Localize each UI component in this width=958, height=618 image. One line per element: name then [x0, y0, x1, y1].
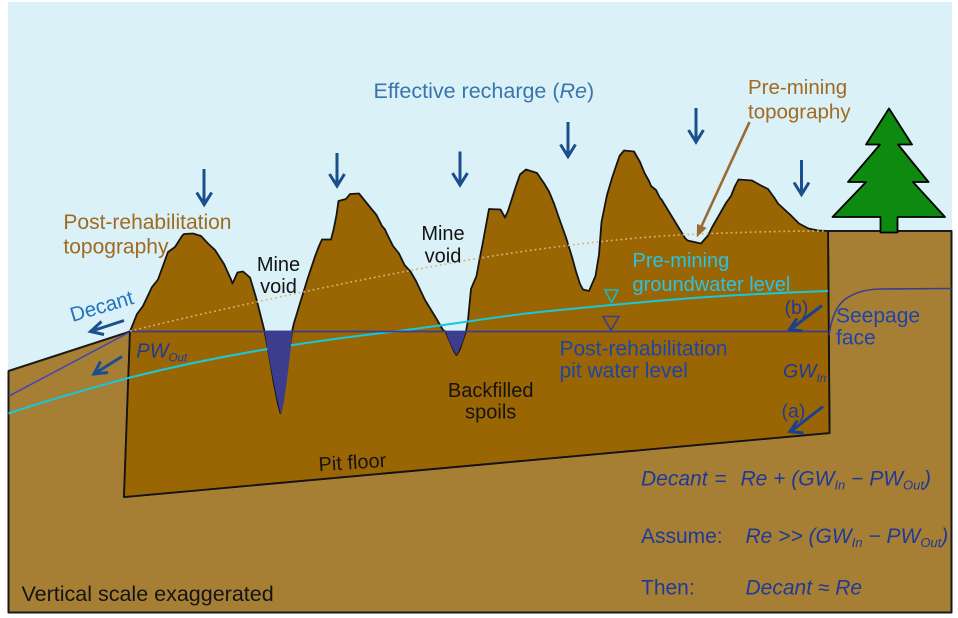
svg-text:Assume:: Assume:	[641, 525, 723, 548]
svg-text:spoils: spoils	[465, 402, 516, 424]
svg-text:Vertical scale exaggerated: Vertical scale exaggerated	[22, 582, 274, 606]
svg-text:Then:: Then:	[641, 577, 695, 600]
svg-text:Post-rehabilitation: Post-rehabilitation	[63, 211, 231, 234]
svg-text:void: void	[425, 246, 462, 268]
svg-text:Pre-mining: Pre-mining	[633, 250, 730, 272]
svg-text:groundwater level: groundwater level	[633, 274, 791, 296]
svg-text:Post-rehabilitation: Post-rehabilitation	[560, 338, 728, 361]
svg-text:face: face	[836, 327, 876, 350]
svg-text:=: =	[715, 468, 727, 491]
svg-text:Pre-mining: Pre-mining	[748, 76, 847, 99]
svg-text:Re + (GWIn − PWOut): Re + (GWIn − PWOut)	[741, 468, 932, 493]
svg-text:Decant: Decant	[641, 468, 709, 491]
svg-text:Mine: Mine	[257, 254, 300, 276]
svg-text:Pit floor: Pit floor	[318, 450, 387, 476]
svg-text:Decant ≈ Re: Decant ≈ Re	[746, 577, 863, 600]
svg-text:Mine: Mine	[421, 223, 464, 245]
svg-text:Effective recharge (Re): Effective recharge (Re)	[374, 79, 595, 103]
svg-text:Re >> (GWIn − PWOut): Re >> (GWIn − PWOut)	[746, 525, 949, 550]
svg-text:pit water level: pit water level	[560, 360, 688, 383]
svg-text:(a): (a)	[782, 401, 806, 423]
svg-text:Backfilled: Backfilled	[448, 380, 534, 402]
svg-text:Seepage: Seepage	[836, 305, 920, 328]
svg-text:(b): (b)	[785, 297, 809, 319]
svg-text:topography: topography	[63, 235, 169, 258]
svg-text:void: void	[260, 276, 297, 298]
svg-text:topography: topography	[748, 100, 851, 123]
